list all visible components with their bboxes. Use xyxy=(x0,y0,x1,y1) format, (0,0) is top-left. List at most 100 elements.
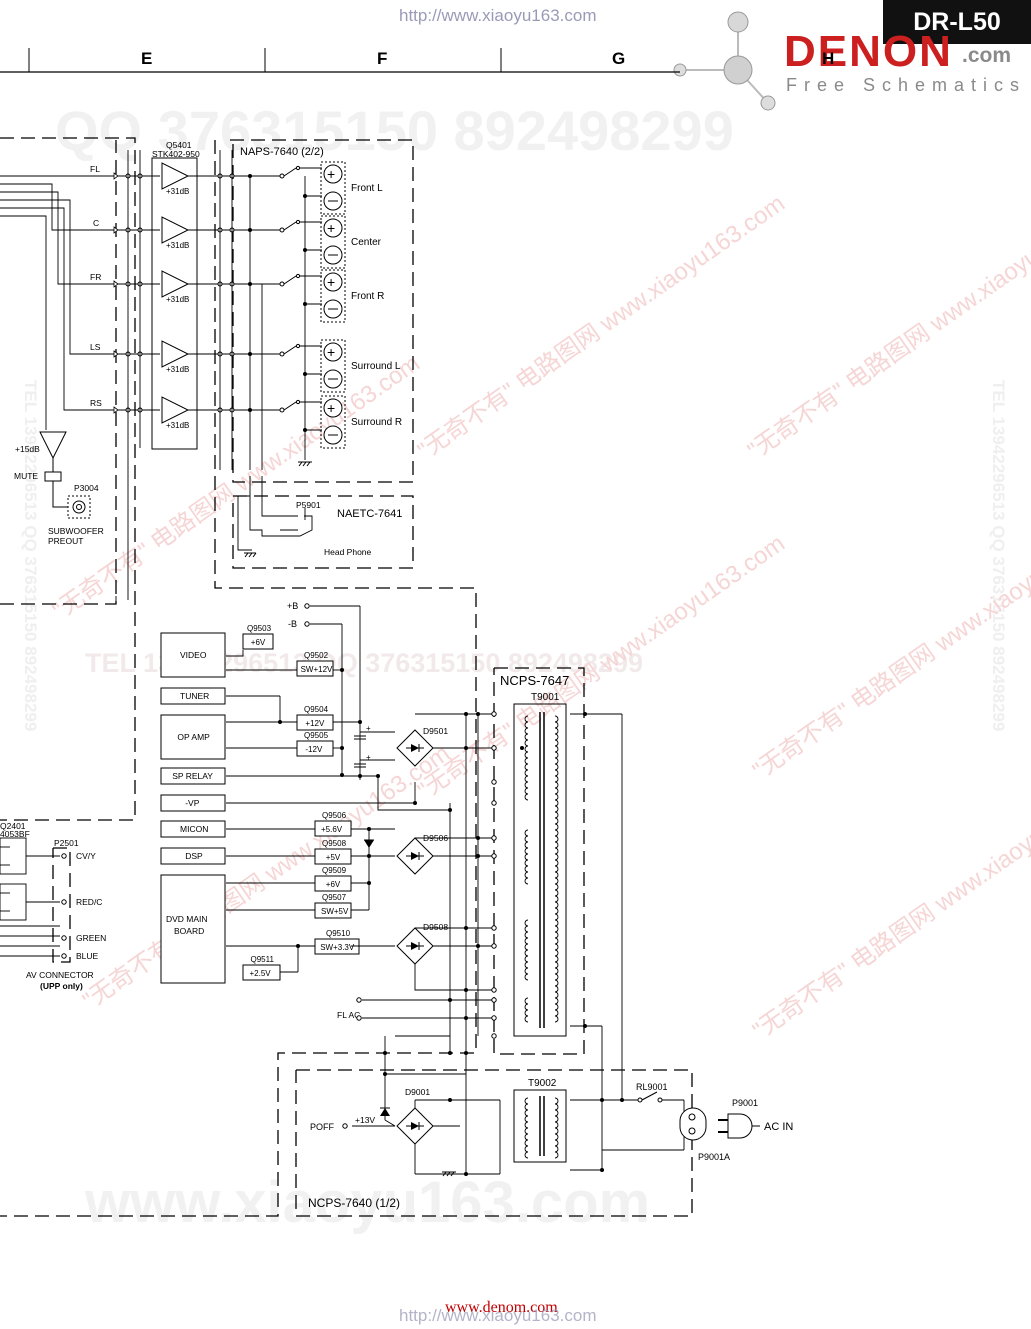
amp-rows: FL+31dB+Front LC+31dB+CenterFR+31dB+Fron… xyxy=(90,161,402,449)
brand-suffix: .com xyxy=(962,44,1012,67)
brand-tagline: Free Schematics xyxy=(786,75,1027,95)
load-label: SP RELAY xyxy=(172,771,213,781)
watermark-side-right: TEL 13942296513 QQ 376315150 892498299 xyxy=(989,380,1008,731)
regulator-ref: Q9507 xyxy=(322,893,347,902)
regulator-value: +5V xyxy=(326,853,341,862)
speaker-output-label: Surround L xyxy=(351,361,401,372)
p2501-label: P2501 xyxy=(54,838,79,848)
av-output-label: BLUE xyxy=(76,951,99,961)
watermark-diag-7: "无奇不有" 电路图网 www.xiaoyu163.com xyxy=(748,770,1031,1045)
load-label: MICON xyxy=(180,824,208,834)
preout-jack[interactable] xyxy=(67,495,91,519)
watermark-side-left: TEL 13942296513 QQ 376315150 892498299 xyxy=(21,380,40,731)
amp-channel-row: FL+31dB+Front L xyxy=(90,161,383,215)
d9506-label: D9506 xyxy=(423,833,448,843)
av-output-label: GREEN xyxy=(76,933,106,943)
regulator-box xyxy=(314,902,352,919)
speaker-terminal[interactable] xyxy=(320,395,346,449)
load-block xyxy=(160,847,226,865)
regulator-box xyxy=(296,660,334,677)
watermark-site-big: www.xiaoyu163.com xyxy=(84,1170,650,1235)
regulator-ref: Q9502 xyxy=(304,651,329,660)
load-label: DSP xyxy=(185,851,203,861)
p9001-label: P9001 xyxy=(732,1098,758,1108)
amp-input-label: FL xyxy=(90,164,100,174)
svg-text:+: + xyxy=(327,344,335,360)
amp-input-label: FR xyxy=(90,272,101,282)
brand-logo: DENON xyxy=(673,11,951,111)
fl-ac-label: FL AC xyxy=(337,1010,360,1020)
ac-plug[interactable] xyxy=(727,1113,753,1139)
regulator-ref: Q9503 xyxy=(247,624,272,633)
speaker-terminal[interactable] xyxy=(320,161,346,215)
t9001-box xyxy=(513,703,567,1037)
regulator-box xyxy=(242,964,281,981)
amp-channel-row: C+31dB+Center xyxy=(93,215,382,269)
load-label: BOARD xyxy=(174,926,204,936)
regulator-ref: Q9506 xyxy=(322,811,347,820)
col-label-f: F xyxy=(377,49,387,68)
regulator-ref: Q9509 xyxy=(322,866,347,875)
svg-text:+: + xyxy=(366,724,371,733)
load-block xyxy=(160,687,226,705)
watermark-diag-6: "无奇不有" 电路图网 www.xiaoyu163.com xyxy=(748,510,1031,785)
amp-input-label: C xyxy=(93,218,99,228)
d9001-label: D9001 xyxy=(405,1087,430,1097)
amp-channel-row: LS+31dB+Surround L xyxy=(90,339,401,393)
speaker-terminal[interactable] xyxy=(320,215,346,269)
plus13v-label: +13V xyxy=(355,1115,375,1125)
regulator-box xyxy=(296,740,334,757)
naps-title: NAPS-7640 (2/2) xyxy=(240,146,324,158)
watermark-diag-3: "无奇不有" 电路图网 www.xiaoyu163.com xyxy=(743,190,1031,465)
watermark-diag-1: "无奇不有" 电路图网 www.xiaoyu163.com xyxy=(48,350,425,625)
amp-gain-label: +31dB xyxy=(166,187,189,196)
top-url[interactable]: http://www.xiaoyu163.com xyxy=(399,6,597,25)
plus-b-label: +B xyxy=(287,601,298,611)
load-block xyxy=(160,714,226,760)
amp-gain-label: +31dB xyxy=(166,241,189,250)
regulator-ref: Q9510 xyxy=(326,929,351,938)
svg-text:+: + xyxy=(327,220,335,236)
load-block xyxy=(160,820,226,838)
preout-ref: P3004 xyxy=(74,483,99,493)
speaker-terminal[interactable] xyxy=(320,339,346,393)
av-output-label: CV/Y xyxy=(76,851,96,861)
regulator-ref: Q9504 xyxy=(304,705,329,714)
col-label-g: G xyxy=(612,49,625,68)
amp-input-label: LS xyxy=(90,342,101,352)
site-url[interactable]: www.denom.com xyxy=(445,1299,558,1316)
poff-label: POFF xyxy=(310,1122,335,1132)
ncps7647-title: NCPS-7647 xyxy=(500,673,569,688)
q2401-part: 4053BF xyxy=(0,829,30,839)
bridge-rectifiers xyxy=(396,729,434,1145)
watermark-diag-2: "无奇不有" 电路图网 www.xiaoyu163.com xyxy=(413,190,790,465)
p9001a-connector xyxy=(679,1107,707,1141)
amp-triangle xyxy=(161,270,189,298)
load-block xyxy=(160,632,226,678)
regulator-value: -12V xyxy=(305,745,323,754)
regulator-box xyxy=(314,875,352,892)
regulator-ref: Q9508 xyxy=(322,839,347,848)
load-block xyxy=(160,794,226,812)
bottom-url[interactable]: http://www.xiaoyu163.com xyxy=(399,1306,597,1325)
t9002-box xyxy=(513,1089,567,1163)
regulator-value: SW+3.3V xyxy=(320,943,355,952)
svg-text:+: + xyxy=(327,400,335,416)
p9001a-label: P9001A xyxy=(698,1152,730,1162)
regulator-value: +12V xyxy=(305,719,325,728)
svg-text:+: + xyxy=(327,166,335,182)
regulator-ref: Q9511 xyxy=(251,955,275,964)
regulator-box xyxy=(314,938,360,955)
amp-gain-label: +31dB xyxy=(166,421,189,430)
headphone-label: Head Phone xyxy=(324,547,372,557)
mute-label: MUTE xyxy=(14,471,38,481)
load-label: DVD MAIN xyxy=(166,914,208,924)
speaker-terminal[interactable] xyxy=(320,269,346,323)
svg-text:+: + xyxy=(327,274,335,290)
regulator-ref: Q9505 xyxy=(304,731,329,740)
q2401-ref: Q2401 xyxy=(0,821,26,831)
